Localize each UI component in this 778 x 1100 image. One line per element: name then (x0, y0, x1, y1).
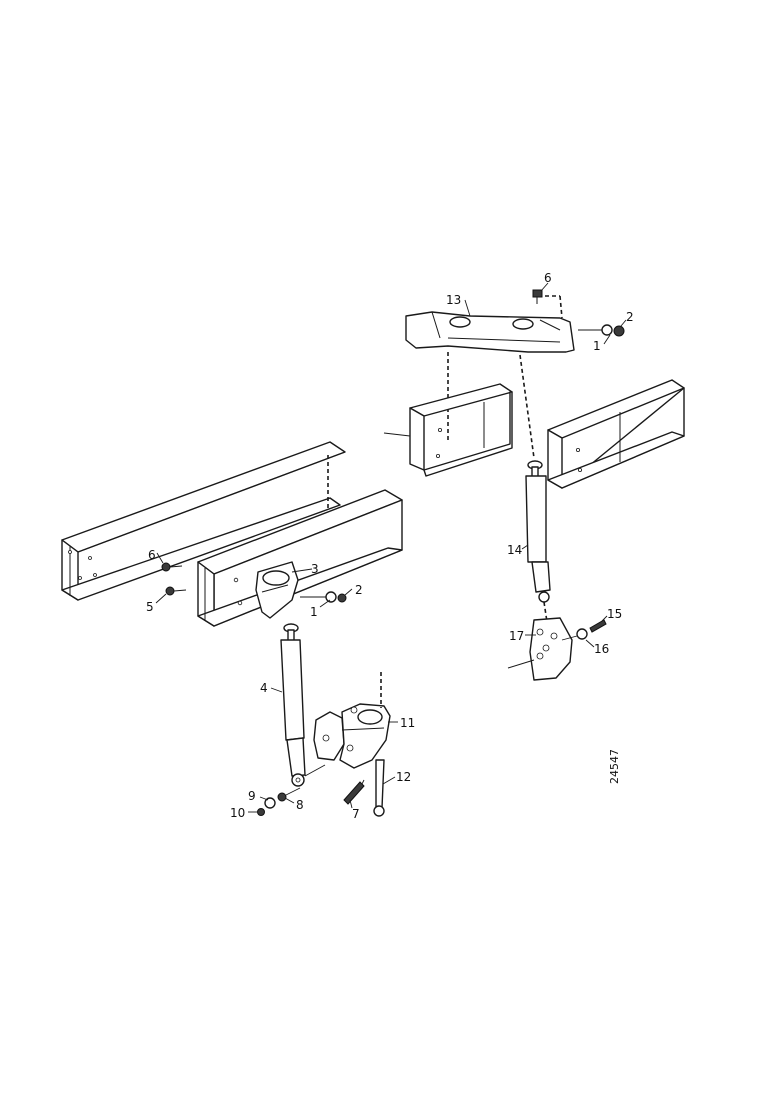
callout-9: 9 (248, 789, 256, 803)
drawing-reference-number: 24547 (608, 749, 621, 784)
callout-6-top: 6 (544, 271, 552, 285)
callout-1-left: 1 (310, 605, 318, 619)
lower-mount-hardware-left (257, 764, 326, 816)
callout-7: 7 (352, 807, 360, 821)
bolt-12 (373, 759, 385, 817)
upper-crossmember-bracket (405, 311, 575, 353)
bolt-6-top (532, 289, 563, 319)
callout-14: 14 (507, 543, 522, 557)
left-rear-frame-rail (61, 441, 346, 601)
shock-absorber-left (280, 623, 306, 787)
callout-2-left: 2 (355, 583, 363, 597)
right-front-frame-rail (547, 379, 685, 489)
washer-nut-left (300, 591, 347, 603)
bolt-7 (343, 779, 365, 805)
callout-4: 4 (260, 681, 268, 695)
upper-shock-bracket-left (255, 561, 299, 619)
callout-3: 3 (311, 562, 319, 576)
lower-shock-bracket-right (507, 617, 573, 681)
callout-17: 17 (509, 629, 524, 643)
bolt-5-left (165, 586, 187, 596)
bolt-15-nut-16 (561, 619, 607, 641)
shock-absorber-right (525, 460, 551, 603)
callout-16: 16 (594, 642, 609, 656)
lower-axle-bracket (313, 703, 391, 769)
callout-10: 10 (230, 806, 245, 820)
callout-8: 8 (296, 798, 304, 812)
callout-6-left: 6 (148, 548, 156, 562)
callout-13: 13 (446, 293, 461, 307)
bolt-6-left (161, 562, 183, 572)
washer-nut-top-right (578, 324, 625, 337)
callout-5: 5 (146, 600, 154, 614)
callout-1-top: 1 (593, 339, 601, 353)
callout-12: 12 (396, 770, 411, 784)
right-rear-frame-rail (383, 383, 513, 477)
callout-leaders (155, 282, 627, 813)
callout-2-top: 2 (626, 310, 634, 324)
callout-15: 15 (607, 607, 622, 621)
callout-11: 11 (400, 716, 415, 730)
alignment-line-crossmember-shock (519, 354, 535, 459)
